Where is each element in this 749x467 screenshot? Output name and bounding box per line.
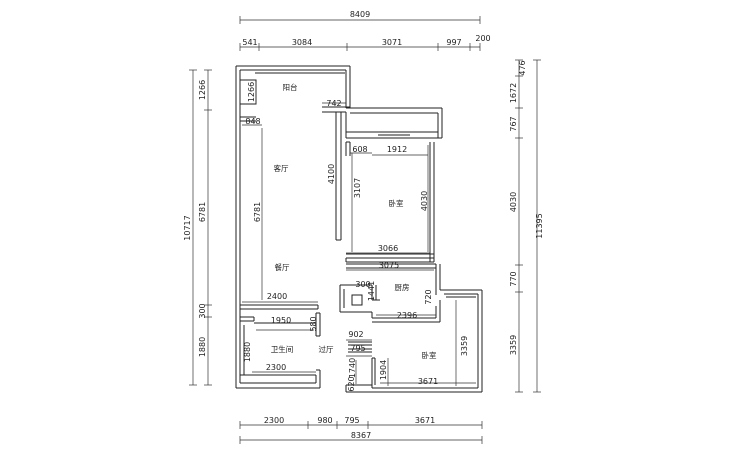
dim-848: 848 (245, 117, 260, 126)
dim-4100: 4100 (327, 164, 336, 184)
right-dim-4: 4030 (509, 192, 518, 212)
right-dim-2: 1672 (509, 83, 518, 103)
dim-300: 300 (355, 280, 370, 289)
top-dim-1: 541 (242, 38, 257, 47)
room-label-bedroom-1: 卧室 (389, 198, 404, 208)
dim-6781: 6781 (253, 202, 262, 222)
left-dimensions: 10717 1266 6781 300 1880 (183, 69, 212, 386)
bottom-overall-dim: 8367 (351, 431, 371, 440)
dim-4030: 4030 (420, 191, 429, 211)
room-label-dining: 餐厅 (275, 263, 290, 272)
bottom-dim-1: 2300 (264, 416, 284, 425)
dim-1441: 1441 (367, 281, 376, 301)
bottom-dim-4: 3671 (415, 416, 435, 425)
left-dim-1: 1266 (198, 80, 207, 100)
dim-795: 795 (350, 344, 365, 353)
dim-902: 902 (348, 330, 363, 339)
dim-580: 580 (309, 316, 318, 331)
left-dim-4: 1880 (198, 337, 207, 357)
dim-3075: 3075 (379, 261, 399, 270)
right-dim-3: 767 (509, 116, 518, 131)
top-dim-3: 3071 (382, 38, 402, 47)
left-overall-dim: 10717 (183, 215, 192, 240)
top-overall-dim: 8409 (350, 10, 370, 19)
dim-1950: 1950 (271, 316, 291, 325)
room-label-entry: 过厅 (319, 344, 334, 354)
top-dimensions: 8409 541 3084 3071 997 200 (239, 10, 491, 51)
room-label-bedroom-2: 卧室 (422, 350, 437, 360)
bottom-dim-2: 980 (317, 416, 332, 425)
top-dim-5: 200 (475, 34, 490, 43)
dim-1740: 1740 (348, 358, 357, 378)
room-label-kitchen: 厨房 (395, 282, 410, 292)
interior-dimensions: 1266 742 848 4100 608 1912 3107 4030 678… (243, 82, 469, 392)
dim-1904: 1904 (379, 360, 388, 380)
top-dim-2: 3084 (292, 38, 312, 47)
right-overall-dim: 11395 (535, 213, 544, 238)
dim-608: 608 (352, 145, 367, 154)
dim-1266: 1266 (247, 82, 256, 102)
bottom-dim-3: 795 (344, 416, 359, 425)
left-dim-3: 300 (198, 303, 207, 318)
dim-742: 742 (326, 99, 341, 108)
right-dimensions: 476 1672 767 4030 770 3359 11395 (509, 59, 544, 393)
top-dim-4: 997 (446, 38, 461, 47)
room-labels: 阳台 客厅 卧室 餐厅 厨房 卫生间 过厅 卧室 (271, 82, 437, 360)
dim-2396: 2396 (397, 311, 417, 320)
dim-1912: 1912 (387, 145, 407, 154)
room-label-balcony: 阳台 (283, 82, 298, 92)
dim-620: 620 (347, 376, 356, 391)
dim-3359: 3359 (460, 336, 469, 356)
room-label-bathroom: 卫生间 (271, 344, 294, 354)
bottom-dimensions: 2300 980 795 3671 8367 (239, 416, 483, 444)
right-dim-5: 770 (509, 271, 518, 286)
right-dim-1: 476 (518, 60, 527, 75)
room-label-living: 客厅 (274, 163, 289, 173)
dim-2300: 2300 (266, 363, 286, 372)
walls (235, 65, 483, 393)
interior-dimension-lines (242, 82, 476, 386)
dim-1880: 1880 (243, 342, 252, 362)
dim-3066: 3066 (378, 244, 398, 253)
dim-3671: 3671 (418, 377, 438, 386)
dim-3107: 3107 (353, 178, 362, 198)
dim-2400: 2400 (267, 292, 287, 301)
dim-720: 720 (424, 289, 433, 304)
left-dim-2: 6781 (198, 202, 207, 222)
right-dim-6: 3359 (509, 335, 518, 355)
